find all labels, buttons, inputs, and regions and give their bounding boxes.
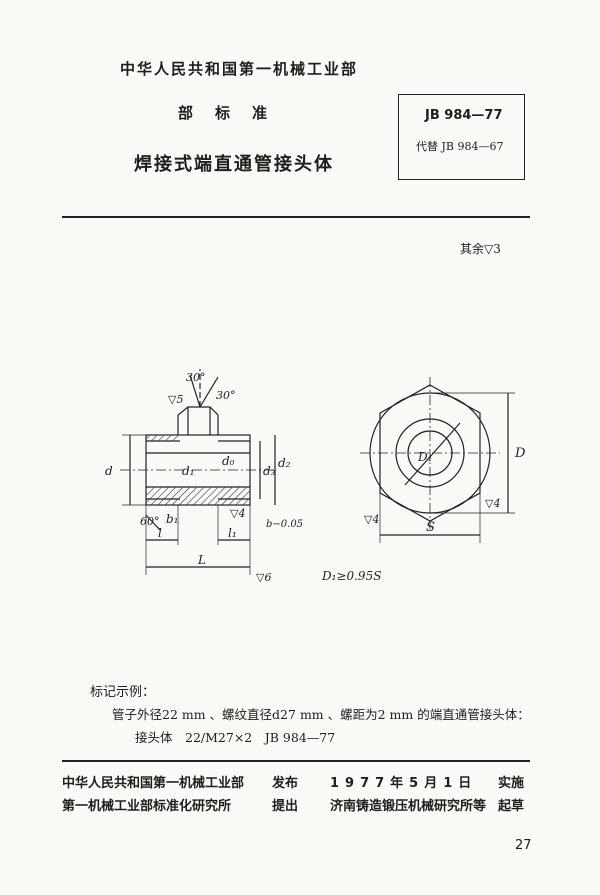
dim-b-tolerance: b−0.05 — [266, 519, 303, 530]
page-number: 27 — [515, 838, 532, 853]
dim-D1: D₁ — [417, 450, 432, 464]
footer-implement-label: 实施 — [498, 776, 525, 791]
roughness-mark-a: ▽5 — [168, 393, 183, 406]
roughness-mark-d: ▽4 — [364, 513, 379, 526]
dim-l: l — [158, 526, 162, 540]
footer-proposer: 第一机械工业部标准化研究所 — [62, 799, 232, 814]
example-title: 标记示例： — [90, 685, 156, 700]
dim-d1: d₁ — [182, 464, 195, 478]
footer-rule — [62, 760, 530, 762]
document-title: 焊接式端直通管接头体 — [134, 154, 334, 175]
dim-d: d — [105, 464, 113, 478]
footer-proposed-label: 提出 — [272, 799, 299, 814]
dim-L: L — [197, 553, 206, 567]
footer-drafted-label: 起草 — [498, 799, 525, 814]
standard-number-box — [398, 94, 525, 180]
footer-date: 1977年5月1日 — [330, 776, 478, 791]
technical-drawing: 30° 30° 60° ▽5 ▽4 ▽6 ▽4 ▽4 d d₁ d₀ d₃ d₂… — [105, 369, 526, 584]
dim-l1: l₁ — [228, 526, 237, 540]
replaced-standard: 代替 JB 984—67 — [416, 140, 504, 153]
angle-label-3: 60° — [140, 515, 160, 528]
footer-issuer: 中华人民共和国第一机械工业部 — [62, 776, 245, 791]
dim-d3: d₃ — [263, 464, 276, 478]
header-rule — [62, 216, 530, 218]
angle-label-2: 30° — [216, 389, 236, 402]
roughness-note: 其余▽3 — [460, 242, 501, 256]
angle-label-1: 30° — [186, 371, 206, 384]
footer-drafter: 济南铸造锻压机械研究所等 — [330, 799, 487, 814]
roughness-mark-b: ▽4 — [230, 507, 245, 520]
standard-type: 部标准 — [178, 104, 290, 122]
footer-issued-label: 发布 — [272, 776, 299, 791]
dim-b1: b₁ — [166, 512, 179, 526]
formula-D1: D₁≥0.95S — [321, 569, 381, 583]
dim-d0: d₀ — [222, 454, 235, 468]
dim-S: S — [426, 520, 435, 535]
roughness-mark-c: ▽6 — [256, 571, 271, 584]
roughness-mark-e: ▽4 — [485, 497, 500, 510]
dim-D: D — [514, 446, 526, 461]
dim-d2: d₂ — [278, 456, 291, 470]
standard-number: JB 984—77 — [425, 108, 503, 123]
example-description: 管子外径22 mm 、螺纹直径d27 mm 、螺距为2 mm 的端直通管接头体： — [112, 707, 530, 722]
issuing-organization: 中华人民共和国第一机械工业部 — [120, 60, 359, 78]
example-code: 接头体 22/M27×2 JB 984—77 — [135, 730, 336, 745]
